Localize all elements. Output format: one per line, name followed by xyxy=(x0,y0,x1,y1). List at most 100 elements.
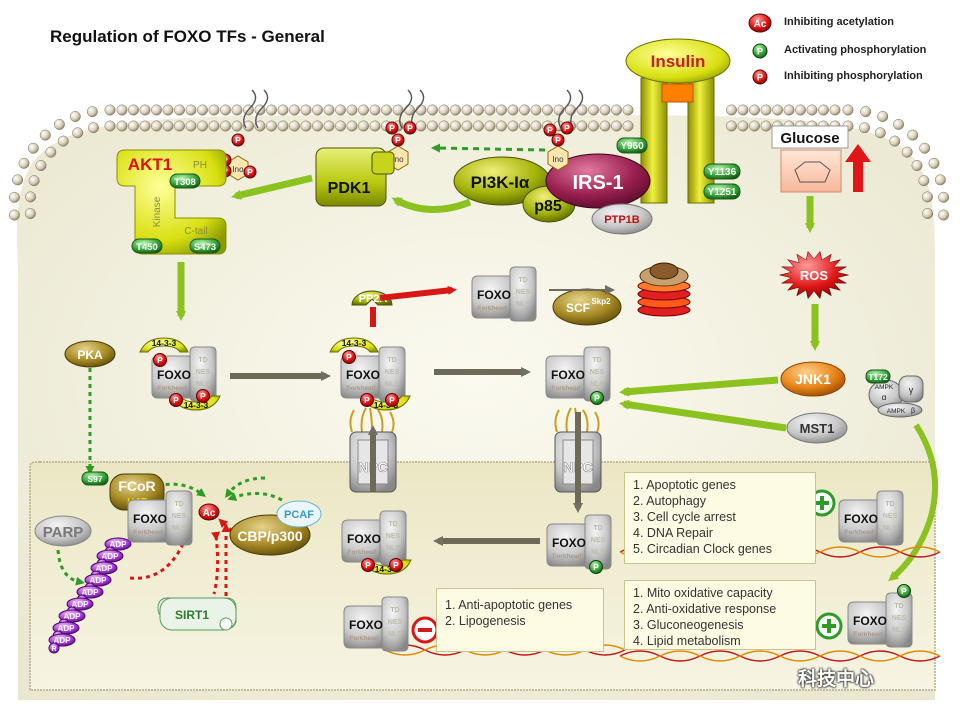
svg-text:NES: NES xyxy=(591,537,606,544)
inhibiting-phosphate-icon: P xyxy=(385,393,399,407)
svg-text:ADP: ADP xyxy=(102,552,120,561)
svg-text:P: P xyxy=(594,393,600,403)
svg-text:Forkhead: Forkhead xyxy=(157,385,186,392)
activating-phosphorylation-icon: P xyxy=(752,43,768,59)
svg-text:ADP: ADP xyxy=(72,600,90,609)
svg-text:P: P xyxy=(365,560,371,570)
svg-text:FOXO: FOXO xyxy=(133,512,167,526)
y1251-site: Y1251 xyxy=(703,183,741,200)
akt1: AKT1 PH Kinase C-tail xyxy=(116,149,227,255)
akt1-ctail: C-tail xyxy=(184,226,207,237)
svg-text:T308: T308 xyxy=(174,177,196,188)
target-genes-box-3: 1. Mito oxidative capacity 2. Anti-oxida… xyxy=(624,580,816,650)
inhibiting-phosphate-icon: P xyxy=(551,133,565,147)
pdk1-label: PDK1 xyxy=(328,180,371,197)
svg-text:T450: T450 xyxy=(136,242,158,253)
svg-text:TD: TD xyxy=(174,501,183,508)
svg-text:P: P xyxy=(547,125,553,135)
ptp1b: PTP1B xyxy=(591,203,653,235)
inhibiting-phosphate-icon: P xyxy=(361,558,375,572)
svg-text:14-3-3: 14-3-3 xyxy=(342,338,367,348)
inhibiting-phosphate-icon: P xyxy=(342,350,356,364)
akt1-kinase: Kinase xyxy=(152,196,163,227)
svg-text:Forkhead: Forkhead xyxy=(477,305,506,312)
gene-item: 1. Apoptotic genes xyxy=(633,478,736,492)
svg-text:Forkhead: Forkhead xyxy=(853,631,882,638)
svg-text:Y960: Y960 xyxy=(620,141,644,152)
svg-text:NES: NES xyxy=(590,369,605,376)
svg-text:Ac: Ac xyxy=(754,19,767,30)
svg-text:Forkhead: Forkhead xyxy=(551,385,580,392)
akt1-ph: PH xyxy=(193,160,207,171)
svg-text:ADP: ADP xyxy=(82,588,100,597)
svg-text:TD: TD xyxy=(518,277,527,284)
svg-text:TD: TD xyxy=(388,521,397,528)
fcor-label: FCoR xyxy=(118,478,155,494)
p85-label: p85 xyxy=(534,198,562,215)
jnk1: JNK1 xyxy=(780,361,846,397)
ptp1b-label: PTP1B xyxy=(604,214,640,226)
pdk1: PDK1 xyxy=(315,147,395,207)
activation-plus-2 xyxy=(815,612,843,640)
svg-text:β: β xyxy=(911,408,915,415)
svg-text:P: P xyxy=(757,73,763,83)
pka: PKA xyxy=(64,340,116,368)
svg-text:NES: NES xyxy=(892,615,907,622)
gene-item: 1. Mito oxidative capacity xyxy=(633,586,773,600)
svg-text:R: R xyxy=(51,646,56,653)
svg-text:NLS: NLS xyxy=(385,381,399,388)
legend-item-inhibiting-phos: P Inhibiting phosphorylation xyxy=(748,66,958,86)
svg-text:Ino: Ino xyxy=(552,155,564,164)
pcaf: PCAF xyxy=(276,500,322,528)
svg-text:TD: TD xyxy=(593,525,602,532)
svg-text:Forkhead: Forkhead xyxy=(346,385,375,392)
svg-text:Ac: Ac xyxy=(203,508,216,519)
svg-text:NES: NES xyxy=(196,369,211,376)
gene-item: 4. DNA Repair xyxy=(633,526,713,540)
gene-item: 2. Autophagy xyxy=(633,494,706,508)
s473-site: S473 xyxy=(189,238,221,254)
svg-text:NLS: NLS xyxy=(591,549,605,556)
svg-text:NLS: NLS xyxy=(196,381,210,388)
gene-item: 1. Anti-apoptotic genes xyxy=(445,598,573,612)
sirt1-label: SIRT1 xyxy=(175,608,209,622)
inhibiting-phosphate-icon: P xyxy=(153,353,167,367)
svg-text:P: P xyxy=(555,135,561,145)
inhibiting-phosphate-icon: P xyxy=(231,133,245,147)
inhibiting-phosphate-icon: P xyxy=(391,133,405,147)
svg-text:14-3-3: 14-3-3 xyxy=(375,564,400,574)
svg-text:Y1251: Y1251 xyxy=(708,187,737,198)
inhibiting-phosphate-icon: P xyxy=(403,121,417,135)
activating-phosphate-icon: P xyxy=(590,391,604,405)
svg-text:Ino: Ino xyxy=(232,165,244,174)
svg-text:NES: NES xyxy=(386,533,401,540)
inhibiting-phosphate-icon: P xyxy=(385,121,399,135)
svg-text:14-3-3: 14-3-3 xyxy=(152,338,177,348)
svg-text:FOXO: FOXO xyxy=(157,368,191,382)
y960-site: Y960 xyxy=(616,137,648,154)
jnk1-label: JNK1 xyxy=(795,371,831,387)
mst1: MST1 xyxy=(786,412,848,444)
svg-text:TD: TD xyxy=(387,357,396,364)
inhibiting-phosphate-icon: P xyxy=(389,558,403,572)
svg-text:FOXO: FOXO xyxy=(349,618,383,632)
inhibiting-phosphate-icon: P xyxy=(196,389,210,403)
pip3-head-3: Ino xyxy=(547,89,584,171)
svg-text:14-3-3: 14-3-3 xyxy=(374,400,399,410)
insulin-receptor: Insulin xyxy=(625,38,731,204)
legend-item-activating-phos: P Activating phosphorylation xyxy=(748,40,958,60)
glucose-up-arrow xyxy=(845,144,871,192)
svg-text:Y1136: Y1136 xyxy=(708,167,737,178)
svg-text:P: P xyxy=(393,560,399,570)
y1136-site: Y1136 xyxy=(703,163,741,180)
activation-plus-1 xyxy=(808,489,836,517)
protein-14-3-3: 14-3-3 xyxy=(329,337,379,353)
